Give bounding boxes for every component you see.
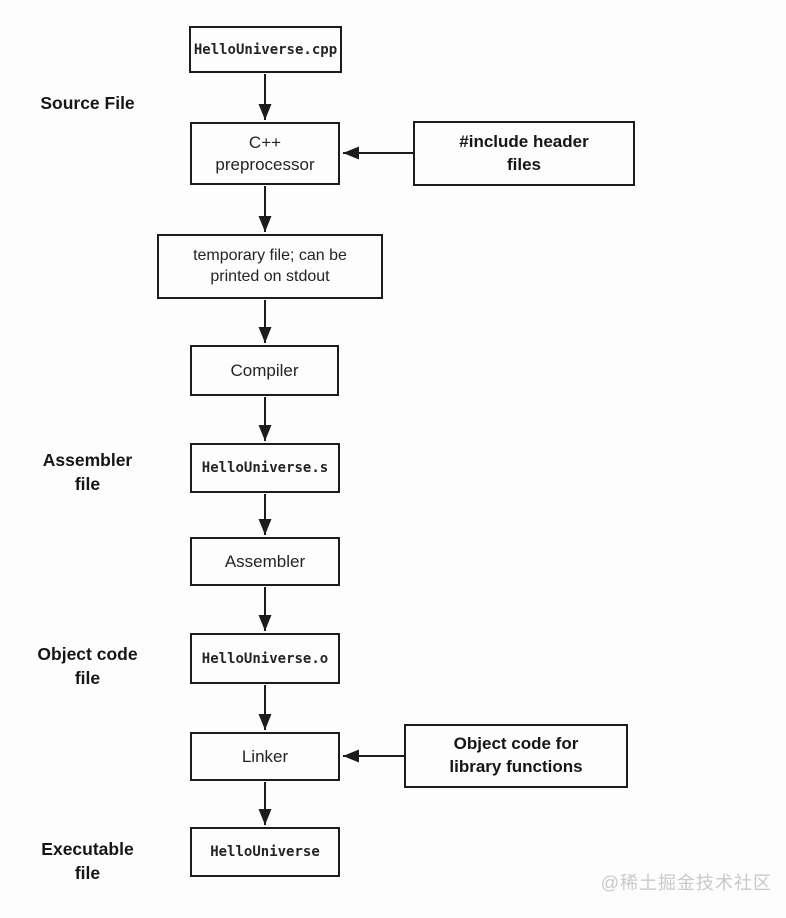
node-assembler: Assembler (190, 537, 340, 586)
note-include-header-files: #include header files (413, 121, 635, 186)
stage-label-object-code-file: Object code file (37, 644, 138, 688)
node-object-file: HelloUniverse.o (190, 633, 340, 684)
note-library-object-code: Object code for library functions (404, 724, 628, 788)
node-compiler: Compiler (190, 345, 339, 396)
stage-label-assembler-file: Assembler file (42, 450, 133, 494)
node-cpp-preprocessor: C++ preprocessor (190, 122, 340, 185)
node-linker: Linker (190, 732, 340, 781)
node-temporary-file: temporary file; can be printed on stdout (157, 234, 383, 299)
stage-label-executable-file: Executable file (41, 839, 134, 883)
stage-label-source-file: Source File (40, 93, 135, 113)
watermark: @稀土掘金技术社区 (600, 873, 772, 893)
node-executable-file: HelloUniverse (190, 827, 340, 877)
node-assembly-file: HelloUniverse.s (190, 443, 340, 493)
node-source-file-cpp: HelloUniverse.cpp (189, 26, 342, 73)
